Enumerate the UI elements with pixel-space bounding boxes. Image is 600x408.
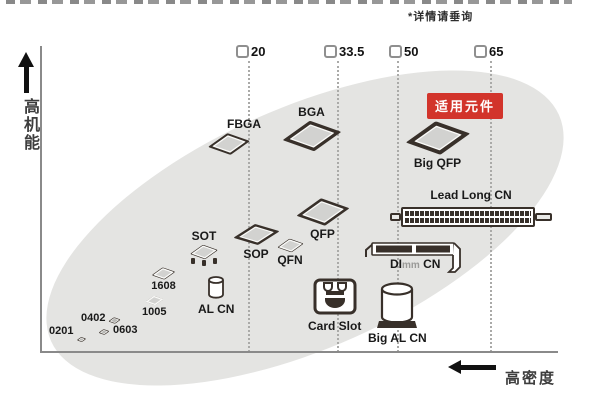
guide-line-50 xyxy=(397,61,399,352)
big-qfp-label: Big QFP xyxy=(413,156,462,170)
component-al-cn: AL CN xyxy=(198,275,234,316)
al-cn-label: AL CN xyxy=(198,302,235,316)
guide-head-20: 20 xyxy=(236,45,265,58)
sot-chip-icon xyxy=(189,244,219,266)
chip-0603-icon xyxy=(98,329,110,336)
dimm-cn-icon xyxy=(365,242,461,273)
label-0603: 0603 xyxy=(113,324,138,336)
guide-head-50: 50 xyxy=(389,45,418,58)
component-bga: BGA xyxy=(281,106,342,153)
component-0402: 0402 xyxy=(81,312,122,325)
checkbox-33-5[interactable] xyxy=(324,45,337,58)
component-0201: 0201 xyxy=(49,325,87,343)
guide-value: 33.5 xyxy=(339,44,365,59)
component-sot: SOT xyxy=(189,229,219,266)
component-big-al-cn: Big AL CN xyxy=(368,281,427,345)
y-axis-line xyxy=(40,46,42,352)
al-cn-icon xyxy=(208,276,225,299)
lead-long-cn-label: Lead Long CN xyxy=(430,188,512,202)
guide-value: 50 xyxy=(404,44,419,59)
card-slot-label: Card Slot xyxy=(308,319,362,333)
label-1005: 1005 xyxy=(142,306,167,318)
label-0201: 0201 xyxy=(49,325,74,337)
x-axis-label: 高密度 xyxy=(505,370,557,387)
guide-line-65 xyxy=(490,61,492,352)
checkbox-50[interactable] xyxy=(389,45,402,58)
clipped-top-title xyxy=(6,0,572,4)
guide-value: 20 xyxy=(251,44,266,59)
big-al-cn-label: Big AL CN xyxy=(368,331,427,345)
label-1608: 1608 xyxy=(151,280,176,292)
big-qfp-chip-icon xyxy=(404,120,471,156)
component-1608: 1608 xyxy=(151,266,176,293)
component-sop: SOP xyxy=(232,222,280,261)
component-lead-long-cn: Lead Long CN xyxy=(390,189,552,227)
qfn-chip-icon xyxy=(276,238,304,253)
guide-head-33-5: 33.5 xyxy=(324,45,364,58)
component-qfp: QFP xyxy=(295,197,350,241)
component-qfn: QFN xyxy=(276,238,304,267)
sop-chip-icon xyxy=(232,222,280,247)
checkbox-20[interactable] xyxy=(236,45,249,58)
component-dimm-cn: DImm CN xyxy=(364,241,464,275)
fbga-label: FBGA xyxy=(227,117,261,131)
component-1005: 1005 xyxy=(142,295,166,319)
label-0402: 0402 xyxy=(81,312,106,324)
chip-0201-icon xyxy=(76,336,87,343)
component-big-qfp: Big QFP xyxy=(404,120,471,170)
left-arrow-icon xyxy=(448,360,496,374)
component-0603: 0603 xyxy=(98,324,138,337)
x-axis-line xyxy=(40,351,558,353)
qfn-label: QFN xyxy=(277,253,303,267)
chip-1005-icon xyxy=(145,295,164,306)
fbga-chip-icon xyxy=(207,132,251,156)
sot-label: SOT xyxy=(191,229,217,243)
big-al-cn-icon xyxy=(377,282,418,328)
bga-chip-icon xyxy=(281,120,342,153)
chip-1608-icon xyxy=(151,266,176,280)
guide-head-65: 65 xyxy=(474,45,503,58)
applicable-components-badge: 适用元件 xyxy=(427,93,504,119)
component-card-slot: Card Slot xyxy=(308,274,361,333)
card-slot-icon xyxy=(313,278,357,315)
up-arrow-icon xyxy=(18,52,34,93)
inquiry-note: *详情请垂询 xyxy=(408,11,474,23)
qfp-chip-icon xyxy=(295,197,350,227)
qfp-label: QFP xyxy=(310,227,335,241)
bga-label: BGA xyxy=(298,105,325,119)
guide-line-20 xyxy=(248,61,250,352)
y-axis-label: 高机能 xyxy=(21,98,38,152)
sop-label: SOP xyxy=(243,247,269,261)
lead-long-cn-icon xyxy=(390,206,552,227)
checkbox-65[interactable] xyxy=(474,45,487,58)
guide-value: 65 xyxy=(489,44,504,59)
component-fbga: FBGA xyxy=(197,118,261,156)
dimm-cn-label: DImm CN xyxy=(390,257,441,271)
